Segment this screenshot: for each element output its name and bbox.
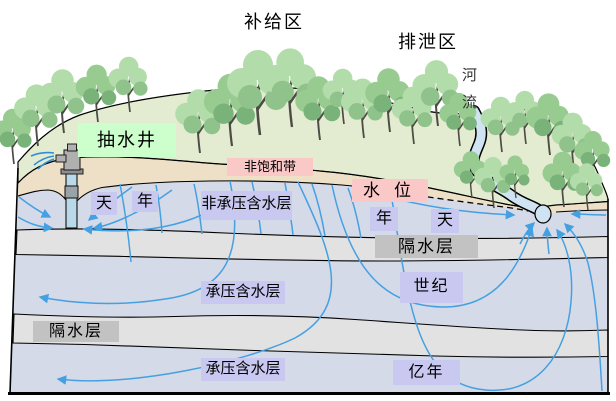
time-label-day-right: 天	[431, 209, 459, 233]
tree	[0, 108, 32, 165]
flow-arrow	[542, 226, 552, 255]
tree	[108, 56, 148, 113]
tree	[75, 64, 117, 123]
tree	[439, 92, 477, 147]
confined-aquifer-lower-label: 承压含水层	[201, 358, 285, 381]
flow-arrow	[38, 180, 236, 305]
time-label-eon: 亿年	[393, 360, 460, 385]
time-label-year-left: 年	[132, 191, 158, 212]
flow-arrow	[563, 222, 603, 392]
river-mouth	[534, 204, 552, 224]
water-spray	[30, 151, 55, 170]
flow-arrow	[17, 216, 54, 233]
pump-cap	[67, 143, 77, 152]
flow-line	[311, 183, 326, 237]
pump-spout	[55, 154, 67, 163]
flow-arrow	[56, 181, 333, 385]
tree	[175, 89, 221, 154]
recharge-zone-label: 补给区	[244, 12, 304, 32]
tree	[499, 155, 530, 199]
flow-line	[193, 183, 203, 235]
flow-line	[119, 183, 132, 263]
trees-group	[0, 48, 611, 211]
lower-aquitard-label: 隔水层	[33, 321, 119, 342]
pumping-well-figure	[30, 143, 84, 229]
flow-arrow	[331, 184, 535, 308]
pumping-well-label: 抽水井	[78, 123, 176, 157]
tree	[551, 112, 593, 171]
time-label-year-right: 年	[370, 207, 398, 231]
time-label-day-left: 天	[91, 192, 117, 215]
tree	[569, 163, 603, 211]
flow-arrow	[570, 209, 607, 219]
flow-arrow	[519, 221, 536, 245]
flow-line	[347, 187, 362, 239]
tree	[574, 131, 611, 183]
unconfined-aquifer-label: 非承压含水层	[201, 191, 292, 220]
discharge-zone-label: 排泄区	[398, 32, 458, 52]
flow-arrow	[92, 189, 173, 232]
water-table-label: 水位	[352, 179, 428, 202]
flow-line	[155, 184, 163, 234]
unsaturated-zone-label: 非饱和带	[227, 158, 313, 176]
well-coupling	[64, 185, 79, 199]
time-label-century: 世纪	[400, 272, 463, 303]
confined-aquifer-upper-label: 承压含水层	[201, 281, 285, 304]
flow-arrow	[18, 196, 52, 218]
river-label: 河流	[460, 67, 476, 121]
well-pipe	[65, 171, 78, 229]
upper-aquitard-label: 隔水层	[375, 235, 478, 258]
